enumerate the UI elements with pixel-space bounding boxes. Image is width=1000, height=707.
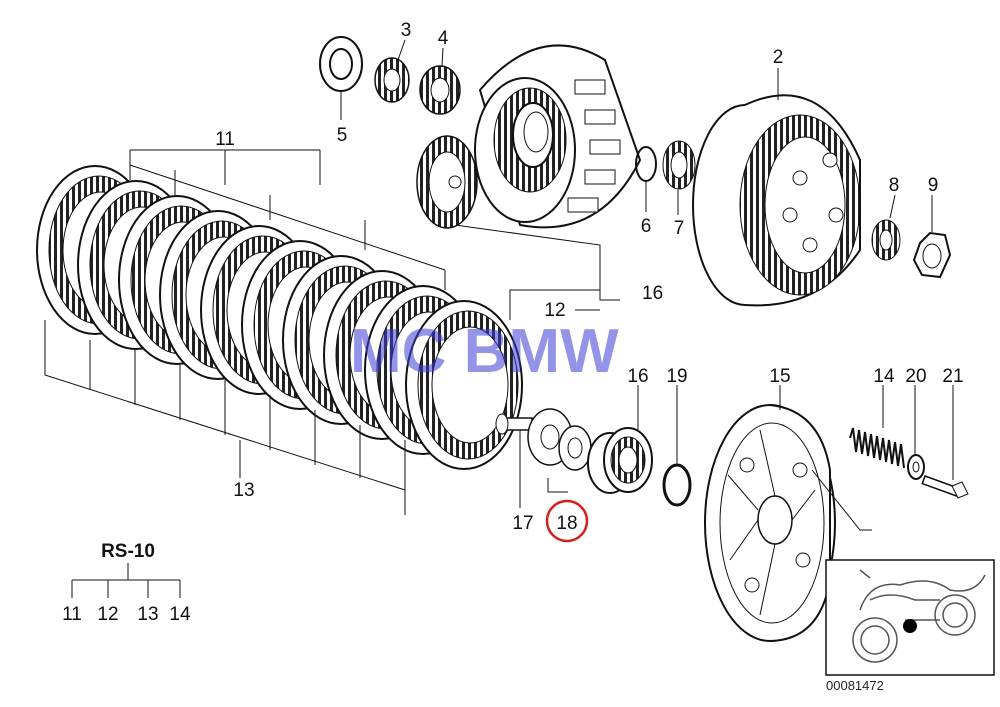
- highlighted-part-label: 18: [556, 513, 577, 534]
- clutch-housing: [416, 44, 642, 229]
- clutch-plate-stack: [36, 165, 523, 470]
- pressure-plate: [704, 385, 872, 642]
- spring-14: [849, 385, 905, 469]
- needle-bearing-3: [374, 39, 410, 103]
- lock-washer-7: [662, 140, 696, 215]
- part-number-labels: 16 2 3 4 5 6 7 8 9 11 12 13 14 15 16 17 …: [215, 20, 963, 534]
- seal-ring: [319, 36, 363, 120]
- part-label: 21: [942, 366, 963, 387]
- bolt-21: [921, 385, 969, 499]
- circlip-19: [662, 385, 692, 507]
- part-label: 8: [889, 175, 900, 196]
- kit-item: 12: [97, 604, 118, 625]
- part-label: 5: [337, 125, 348, 146]
- thrust-pin-17: [495, 413, 533, 508]
- part-label: 16: [627, 366, 648, 387]
- kit-label: RS-10: [101, 541, 155, 562]
- washer-20: [907, 385, 925, 480]
- highlight-circle: [545, 499, 589, 543]
- part-label: 14: [873, 366, 895, 387]
- part-label: 12: [544, 300, 565, 321]
- leader-lines-11: [129, 149, 446, 290]
- kit-item: 11: [62, 604, 82, 625]
- part-label: 13: [233, 480, 254, 501]
- ball-bearing-16: [587, 385, 653, 494]
- kit-item: 14: [169, 604, 191, 625]
- needle-bearing-4: [419, 47, 461, 115]
- part-label: 2: [773, 47, 784, 68]
- part-label: 17: [512, 513, 533, 534]
- highlighted-part-18[interactable]: 18: [545, 499, 589, 543]
- thrust-washers-18: [527, 408, 592, 493]
- motorcycle-locator-inset: 00081472: [825, 559, 995, 693]
- watermark: MC BMW: [350, 317, 619, 386]
- clutch-location-dot: [903, 619, 917, 633]
- part-label: 11: [215, 129, 235, 150]
- part-label: 4: [438, 28, 449, 49]
- leader-lines-1-12: [454, 224, 620, 320]
- part-label: 19: [666, 366, 687, 387]
- clutch-hub: [692, 68, 861, 307]
- part-label: 15: [769, 366, 790, 387]
- part-label: 3: [401, 20, 412, 41]
- steel-plate: [405, 300, 523, 470]
- lock-washer-8: [871, 194, 901, 261]
- part-label: 6: [641, 216, 652, 237]
- leader-lines-13: [44, 320, 406, 515]
- part-label: 7: [674, 218, 685, 239]
- motorcycle-icon: [852, 569, 986, 663]
- kit-legend: RS-10 11 12 13 14: [62, 541, 191, 625]
- part-label: 20: [905, 366, 926, 387]
- diagram-code: 00081472: [826, 678, 884, 693]
- part-label: 9: [928, 175, 939, 196]
- part-label: 16: [642, 283, 663, 304]
- circlip-6: [635, 146, 657, 212]
- kit-item: 13: [137, 604, 158, 625]
- hex-nut-9: [912, 195, 952, 279]
